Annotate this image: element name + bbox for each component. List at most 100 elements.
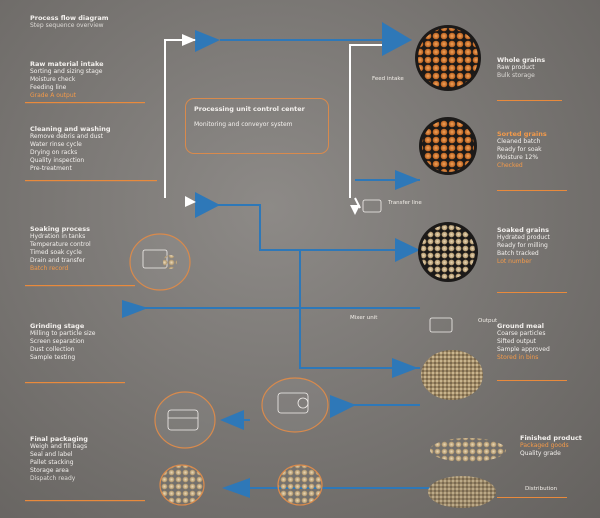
arrow-lower-right [392,358,418,378]
circle-whole-grains [418,28,478,88]
arrow-mid-right [395,238,420,262]
panel-line: Dust collection [30,346,75,353]
panel-line: Quality inspection [30,157,85,164]
finished-pile [428,476,496,508]
title-line-1: Process flow diagram [30,14,109,22]
right-label-whole: Whole grains Raw product Bulk storage [497,56,545,80]
right-line: Moisture 12% [497,154,539,161]
white-arrow-down [350,205,360,215]
right-line: Ready for milling [497,242,548,249]
left-panel-cleaning: Cleaning and washing Remove debris and d… [30,125,111,173]
arrow-bottom [222,478,250,498]
panel-line: Pallet stacking [30,459,74,466]
title-line-2: Step sequence overview [30,22,104,29]
arrow-bottom-left [220,410,244,430]
vignette-output-grains [159,464,205,506]
right-line: Lot number [497,258,532,265]
right-label-finished: Finished product Packaged goods Quality … [520,434,582,458]
panel-heading: Raw material intake [30,60,104,68]
panel-line: Storage area [30,467,69,474]
panel-line: Timed soak cycle [30,249,82,256]
right-line: Quality grade [520,450,561,457]
blue-connectors [140,39,430,489]
arrow-top-right [382,22,412,56]
center-control-box: Processing unit control center Monitorin… [185,98,329,154]
panel-line: Milling to particle size [30,330,96,337]
right-line: Stored in bins [497,354,539,361]
panel-line: Batch record [30,265,69,272]
white-line-right [349,44,390,198]
center-line-2: Monitoring and conveyor system [194,121,293,128]
right-label-meal: Ground meal Coarse particles Sifted outp… [497,322,550,362]
panel-line: Sample testing [30,354,76,361]
panel-line: Seal and label [30,451,73,458]
panel-line: Feeding line [30,84,67,91]
arrow-bottom-mid [330,395,356,418]
panel-line: Drying on racks [30,149,78,156]
label-output: Output [478,318,498,324]
right-heading: Finished product [520,434,582,442]
white-arrow-heads [182,34,360,215]
panel-line: Water rinse cycle [30,141,82,148]
panel-line: Grade A output [30,92,77,99]
right-line: Batch tracked [497,250,539,257]
arrow-top-left [195,30,220,52]
left-panel-packaging: Final packaging Weigh and fill bags Seal… [30,435,88,483]
right-line: Sifted output [497,338,537,345]
left-panel-soaking: Soaking process Hydration in tanks Tempe… [30,225,91,273]
right-label-soaked: Soaked grains Hydrated product Ready for… [497,226,550,266]
panel-line: Screen separation [30,338,85,345]
grain-circles [415,25,506,508]
panel-line: Weigh and fill bags [30,443,88,450]
right-line: Coarse particles [497,330,546,337]
panel-heading: Grinding stage [30,322,85,330]
panel-line: Pre-treatment [30,165,72,172]
label-distribution: Distribution [525,486,558,492]
vignette-mixer [261,377,329,433]
right-line: Bulk storage [497,72,535,79]
panel-heading: Final packaging [30,435,88,443]
left-panel-intake: Raw material intake Sorting and sizing s… [30,60,104,100]
title-block: Process flow diagram Step sequence overv… [30,14,109,30]
arrow-heads [122,22,420,498]
center-line-1: Processing unit control center [194,105,305,113]
right-line: Raw product [497,64,535,71]
circle-soaked-grains [421,225,475,279]
panel-line: Sorting and sizing stage [30,68,103,75]
vignette-soaking-tank [129,233,191,291]
circle-sorted-grains [422,120,474,172]
left-panel-grinding: Grinding stage Milling to particle size … [30,322,95,362]
blue-line-mid [200,204,420,251]
panel-line: Moisture check [30,76,76,83]
label-mixer-unit: Mixer unit [350,315,378,321]
blue-line-lower [299,250,420,369]
right-heading: Whole grains [497,56,546,64]
ground-meal-pile [421,350,483,400]
equipment-vignettes [129,233,329,506]
arrow-mid-left [195,192,220,218]
orange-rules [25,100,567,502]
label-feed-intake: Feed intake [372,76,404,82]
vignette-grinder [154,391,216,449]
arrow-upper-right [395,170,420,190]
panel-line: Remove debris and dust [30,133,104,140]
panel-heading: Cleaning and washing [30,125,111,133]
right-line: Checked [497,162,523,169]
arrow-center-left [122,300,148,318]
machine-sketches [142,199,453,431]
label-transfer-line: Transfer line [388,200,422,206]
vignette-output-grains-2 [277,464,323,506]
right-line: Packaged goods [520,442,569,449]
panel-line: Temperature control [30,241,91,248]
right-heading: Sorted grains [497,130,547,138]
right-heading: Soaked grains [497,226,549,234]
right-line: Sample approved [497,346,550,353]
right-line: Cleaned batch [497,138,541,145]
panel-line: Dispatch ready [30,475,76,482]
panel-line: Drain and transfer [30,257,86,264]
grain-cluster [430,438,506,462]
white-arrow-mid [185,196,196,207]
right-line: Hydrated product [497,234,550,241]
white-arrow-top [182,34,196,46]
